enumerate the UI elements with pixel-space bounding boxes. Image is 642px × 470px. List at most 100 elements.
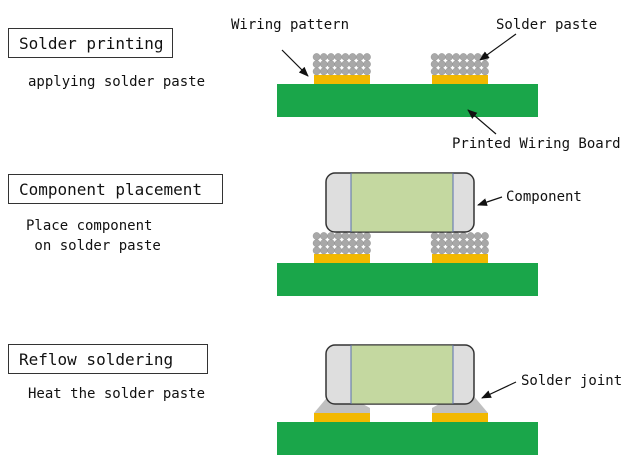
paste-ball	[481, 239, 489, 247]
paste-ball	[363, 60, 371, 68]
paste-ball	[430, 67, 439, 76]
paste-ball	[348, 246, 357, 255]
paste-ball	[334, 60, 343, 68]
step-2-title-box: Component placement	[8, 174, 223, 204]
paste-ball	[473, 239, 482, 247]
paste-ball	[341, 232, 350, 240]
component-2	[325, 172, 475, 233]
paste-ball	[312, 60, 321, 68]
paste-ball	[430, 60, 439, 68]
paste-ball	[341, 239, 350, 247]
solder-paste-2-left	[312, 232, 371, 255]
paste-ball	[430, 239, 439, 247]
paste-ball	[341, 67, 350, 76]
step-3-title: Reflow soldering	[19, 350, 174, 369]
paste-ball	[327, 60, 335, 68]
paste-ball	[445, 60, 453, 68]
paste-ball	[319, 67, 328, 76]
step-2-title: Component placement	[19, 180, 203, 199]
paste-ball	[430, 232, 439, 240]
paste-ball	[319, 60, 328, 68]
paste-ball	[481, 67, 489, 76]
label-solder-joint: Solder joint	[521, 373, 622, 389]
paste-ball	[481, 246, 489, 255]
pad-2-left	[314, 254, 370, 263]
arrow-solder-paste	[479, 33, 517, 61]
paste-ball	[459, 246, 468, 255]
paste-ball	[341, 60, 350, 68]
paste-ball	[363, 67, 371, 76]
paste-ball	[312, 53, 321, 61]
paste-ball	[348, 232, 357, 240]
paste-ball	[437, 232, 446, 240]
label-component: Component	[506, 189, 582, 205]
paste-ball	[327, 239, 335, 247]
paste-ball	[319, 246, 328, 255]
paste-ball	[363, 232, 371, 240]
paste-ball	[312, 232, 321, 240]
paste-ball	[473, 246, 482, 255]
paste-ball	[466, 239, 475, 247]
label-printed-wiring-board: Printed Wiring Board	[452, 136, 621, 152]
paste-ball	[445, 246, 453, 255]
paste-ball	[327, 246, 335, 255]
pad-3-left	[314, 413, 370, 422]
board-3	[277, 422, 538, 455]
board-2	[277, 263, 538, 296]
paste-ball	[334, 246, 343, 255]
paste-ball	[355, 53, 364, 61]
paste-ball	[327, 53, 335, 61]
label-solder-paste: Solder paste	[496, 17, 597, 33]
paste-ball	[452, 239, 461, 247]
paste-ball	[452, 53, 461, 61]
paste-ball	[327, 232, 335, 240]
pad-1-left	[314, 75, 370, 84]
paste-ball	[452, 246, 461, 255]
step-3-description: Heat the solder paste	[28, 386, 206, 402]
paste-ball	[466, 53, 475, 61]
paste-ball	[334, 67, 343, 76]
paste-ball	[355, 67, 364, 76]
paste-ball	[348, 239, 357, 247]
paste-ball	[341, 53, 350, 61]
paste-ball	[437, 246, 446, 255]
component-3-body	[350, 344, 454, 405]
paste-ball	[348, 53, 357, 61]
paste-ball	[355, 239, 364, 247]
paste-ball	[459, 53, 468, 61]
arrow-printed-wiring-board	[467, 109, 497, 135]
paste-ball	[473, 60, 482, 68]
paste-ball	[459, 232, 468, 240]
paste-ball	[466, 67, 475, 76]
paste-ball	[437, 67, 446, 76]
paste-ball	[327, 67, 335, 76]
paste-ball	[445, 239, 453, 247]
paste-ball	[466, 60, 475, 68]
paste-ball	[312, 246, 321, 255]
component-2-body	[350, 172, 454, 233]
paste-ball	[334, 232, 343, 240]
paste-ball	[363, 239, 371, 247]
arrow-wiring-pattern	[281, 49, 309, 77]
paste-ball	[473, 67, 482, 76]
paste-ball	[459, 67, 468, 76]
pad-2-right	[432, 254, 488, 263]
paste-ball	[437, 53, 446, 61]
arrow-component	[477, 196, 503, 206]
paste-ball	[348, 67, 357, 76]
paste-ball	[445, 67, 453, 76]
component-3	[325, 344, 475, 405]
arrow-solder-joint	[481, 381, 517, 399]
paste-ball	[355, 60, 364, 68]
paste-ball	[437, 60, 446, 68]
paste-ball	[445, 232, 453, 240]
board-1	[277, 84, 538, 117]
paste-ball	[430, 246, 439, 255]
paste-ball	[437, 239, 446, 247]
paste-ball	[355, 246, 364, 255]
paste-ball	[459, 60, 468, 68]
paste-ball	[355, 232, 364, 240]
paste-ball	[341, 246, 350, 255]
paste-ball	[363, 53, 371, 61]
